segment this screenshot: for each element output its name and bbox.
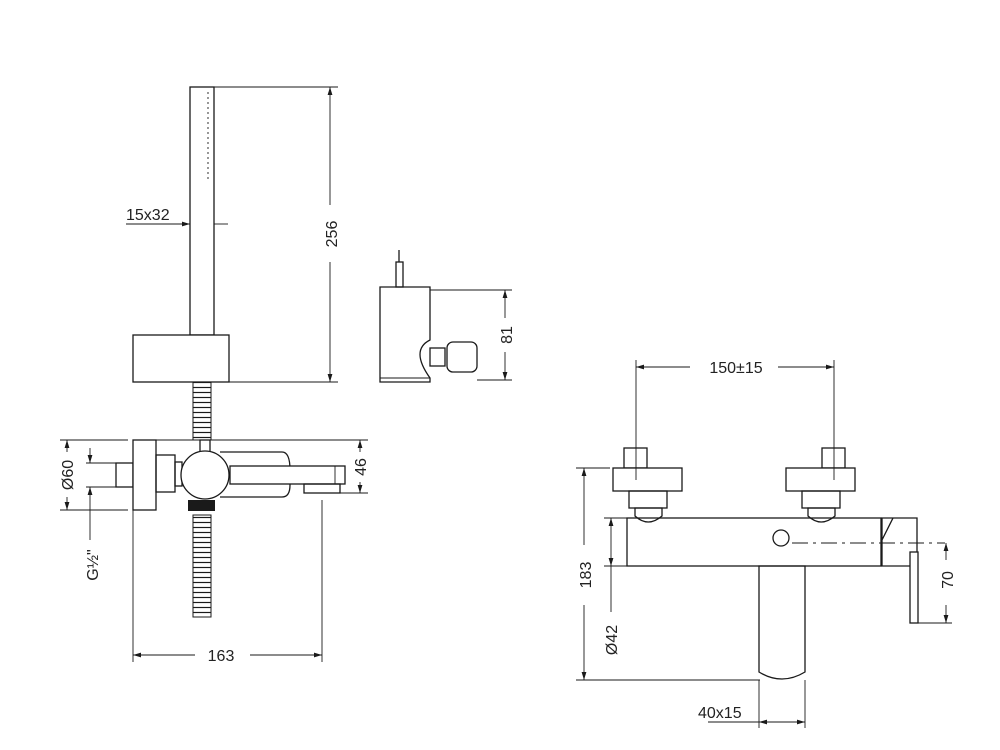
label-81: 81	[499, 326, 516, 344]
dimension-thread: G½"	[85, 448, 116, 581]
holder-side-view: 81	[379, 250, 516, 383]
dimension-46: 46	[156, 439, 370, 494]
label-15x32: 15x32	[126, 207, 170, 224]
label-150: 150±15	[709, 360, 762, 377]
dimension-15x32: 15x32	[126, 207, 228, 227]
hand-shower	[132, 86, 230, 441]
label-thread: G½"	[85, 549, 102, 580]
dimension-150: 150±15	[635, 360, 835, 480]
label-163: 163	[208, 648, 235, 665]
dimension-60: Ø60	[60, 439, 128, 511]
label-183: 183	[578, 562, 595, 589]
dimension-163: 163	[132, 500, 323, 665]
dimension-256: 256	[214, 86, 341, 383]
dimension-40x15: 40x15	[698, 680, 806, 728]
label-diameter-42: Ø42	[604, 625, 621, 655]
mixer-top-view	[115, 439, 346, 618]
label-70: 70	[940, 571, 957, 589]
dimension-42: Ø42	[604, 517, 627, 655]
label-46: 46	[353, 458, 370, 476]
dimension-183: 183	[576, 467, 760, 681]
label-40x15: 40x15	[698, 705, 742, 722]
mixer-front-view	[612, 447, 945, 680]
label-diameter-60: Ø60	[60, 460, 77, 490]
label-256: 256	[324, 221, 341, 248]
dimension-70: 70	[918, 543, 957, 624]
